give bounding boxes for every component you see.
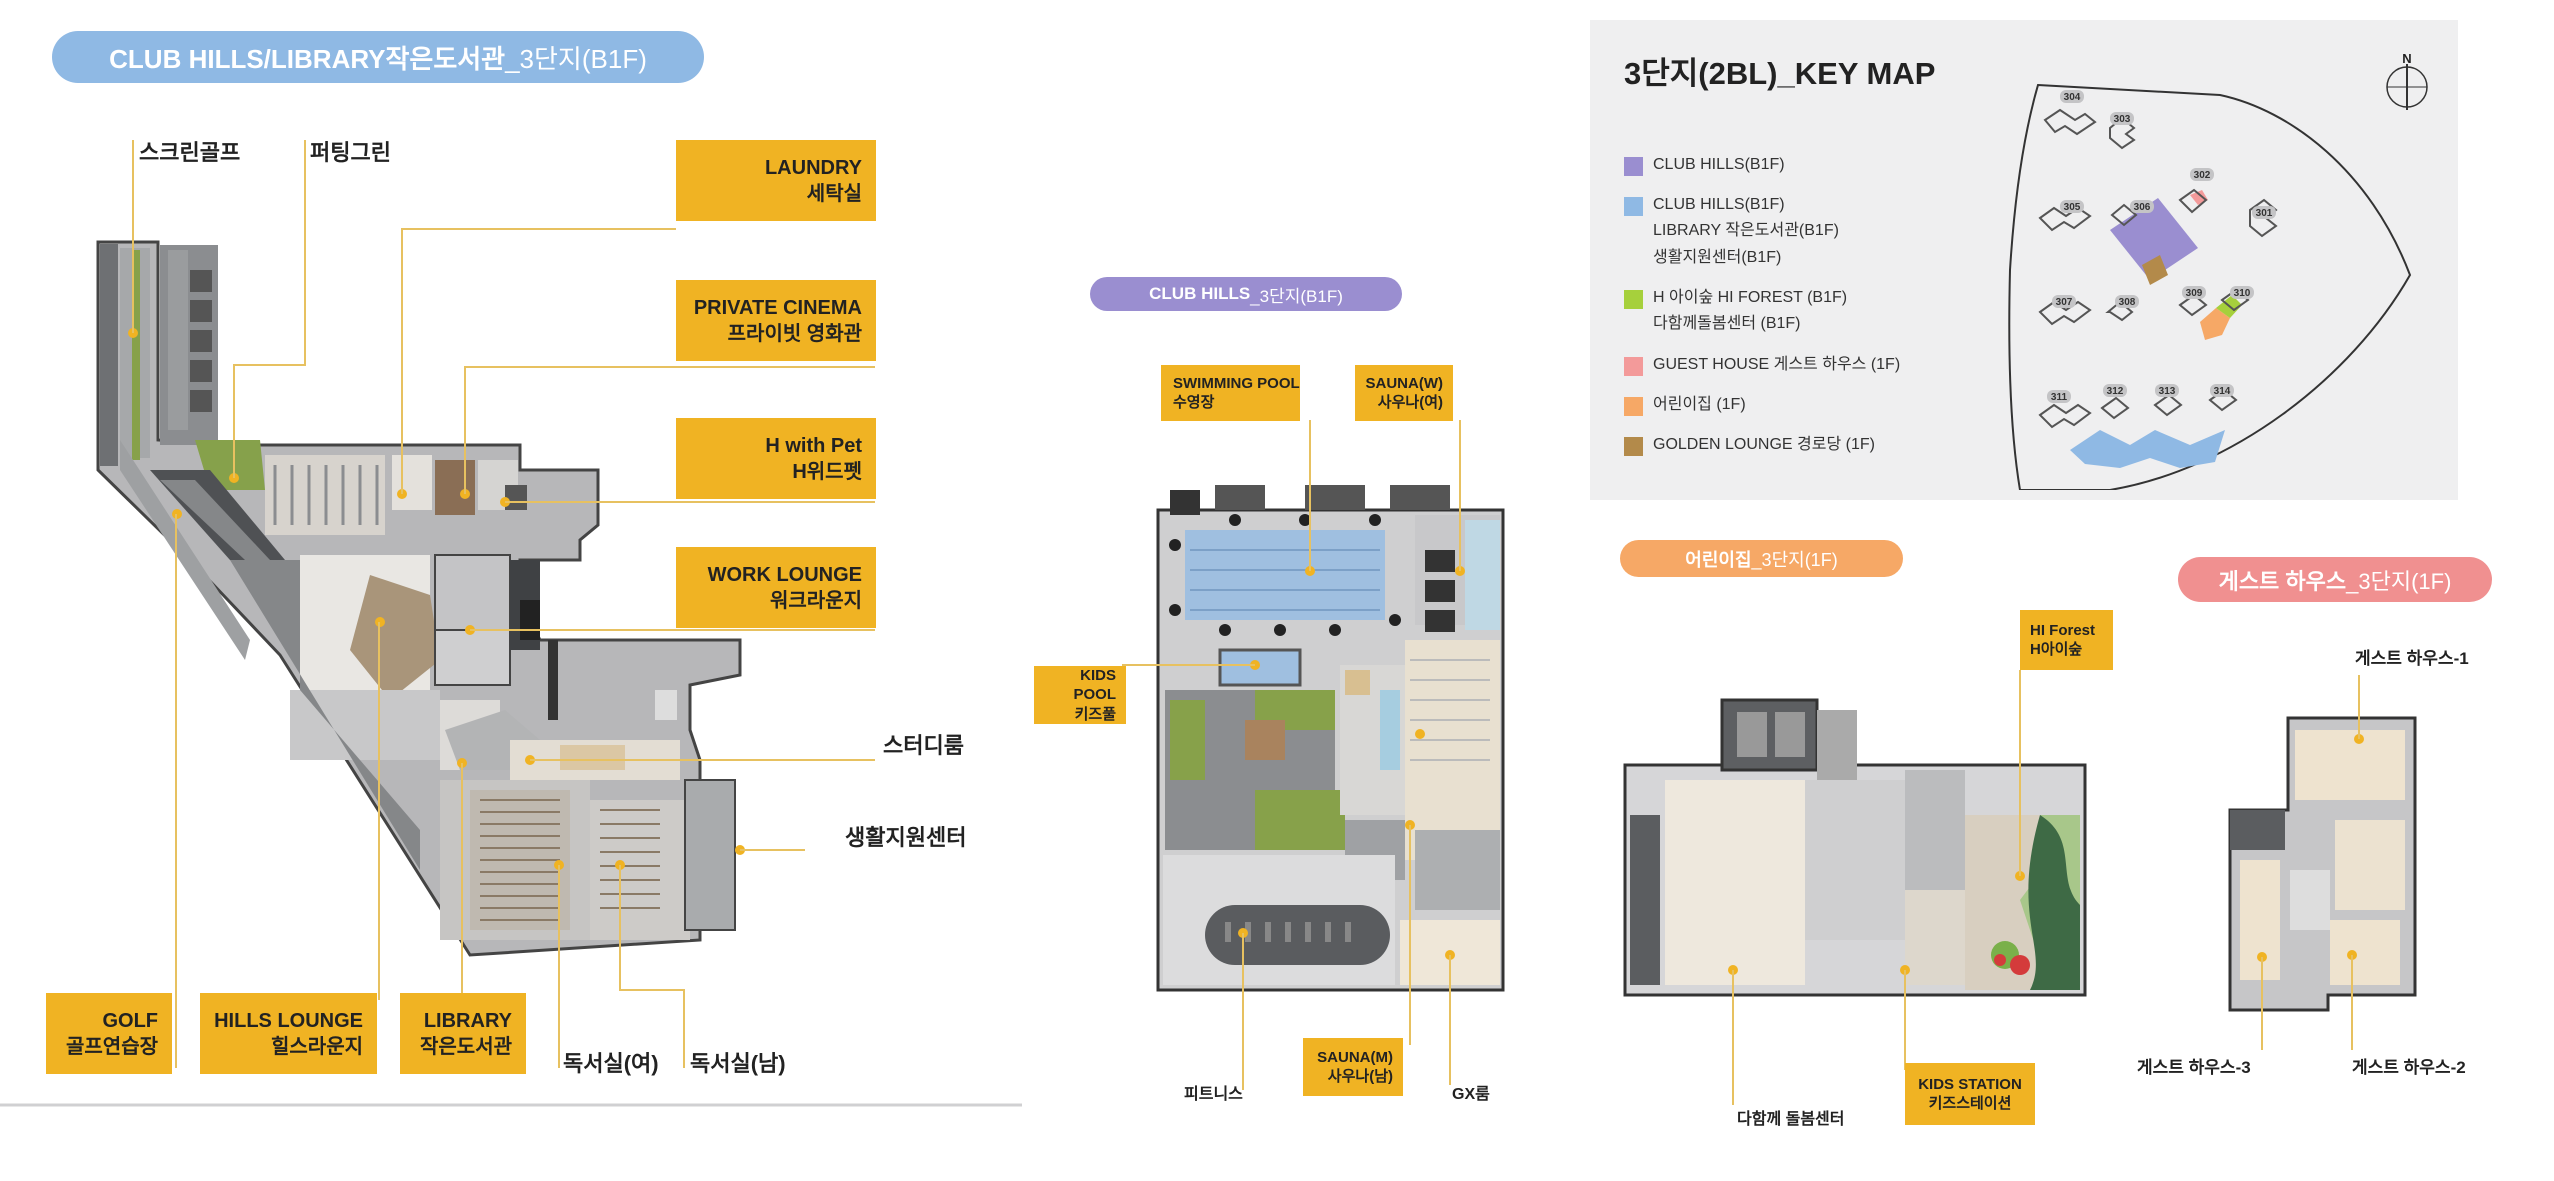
- mid-plan-title-pill: CLUB HILLS_3단지(B1F): [1090, 277, 1402, 311]
- building-313: 313: [2159, 386, 2176, 397]
- label-study-room: 스터디룸: [883, 733, 964, 758]
- legend-swatch: [1624, 157, 1643, 176]
- pill-bold: CLUB HILLS/LIBRARY작은도서관: [109, 43, 506, 74]
- box-sauna-w: SAUNA(W)사우나(여): [1355, 365, 1453, 421]
- label-fitness: 피트니스: [1184, 1086, 1243, 1103]
- building-305: 305: [2064, 202, 2081, 213]
- label-guest-house-1: 게스트 하우스-1: [2355, 649, 2469, 668]
- label-guest-house-2: 게스트 하우스-2: [2352, 1058, 2466, 1077]
- north-label: N: [2402, 52, 2411, 66]
- legend-row-2: CLUB HILLS(B1F) LIBRARY 작은도서관(B1F) 생활지원센…: [1624, 192, 1839, 271]
- label-guest-house-3: 게스트 하우스-3: [2137, 1058, 2251, 1077]
- building-312: 312: [2107, 386, 2124, 397]
- building-304: 304: [2064, 92, 2081, 103]
- building-311: 311: [2051, 392, 2068, 403]
- box-sauna-m: SAUNA(M)사우나(남): [1303, 1038, 1403, 1096]
- daycare-title-pill: 어린이집_3단지(1F): [1620, 540, 1903, 577]
- building-307: 307: [2056, 297, 2073, 308]
- daycare-floor-plan: [1623, 698, 2087, 997]
- legend-swatch: [1624, 290, 1643, 309]
- guest-leader-lines: [2261, 675, 2360, 1050]
- legend-row-1: CLUB HILLS(B1F): [1624, 152, 1785, 178]
- key-map-panel: 3단지(2BL)_KEY MAP CLUB HILLS(B1F) CLUB HI…: [1590, 20, 2458, 500]
- label-reading-room-f: 독서실(여): [563, 1051, 659, 1076]
- legend-row-6: GOLDEN LOUNGE 경로당 (1F): [1624, 432, 1875, 458]
- building-302: 302: [2194, 170, 2211, 181]
- label-screen-golf: 스크린골프: [139, 140, 241, 165]
- legend-swatch: [1624, 397, 1643, 416]
- left-plan-title-pill: CLUB HILLS/LIBRARY작은도서관_3단지(B1F): [52, 31, 704, 83]
- building-306: 306: [2134, 202, 2151, 213]
- north-compass-icon: N: [2386, 52, 2428, 110]
- middle-floor-plan: [1156, 485, 1505, 992]
- label-gx-room: GX룸: [1452, 1086, 1490, 1103]
- building-310: 310: [2234, 288, 2251, 299]
- left-leader-lines: [132, 140, 875, 1068]
- legend-swatch: [1624, 357, 1643, 376]
- pill-light: _3단지(B1F): [505, 43, 647, 74]
- legend-row-3: H 아이숲 HI FOREST (B1F) 다함께돌봄센터 (B1F): [1624, 285, 1847, 338]
- label-putting-green: 퍼팅그린: [310, 140, 391, 165]
- building-303: 303: [2114, 114, 2131, 125]
- building-301: 301: [2256, 208, 2273, 219]
- guest-house-title-pill: 게스트 하우스_3단지(1F): [2178, 557, 2492, 602]
- key-map-title: 3단지(2BL)_KEY MAP: [1624, 56, 1936, 91]
- middle-leader-lines: [1122, 420, 1461, 1090]
- building-309: 309: [2186, 288, 2203, 299]
- label-living-support: 생활지원센터: [845, 825, 967, 850]
- building-314: 314: [2214, 386, 2231, 397]
- label-reading-room-m: 독서실(남): [690, 1051, 786, 1076]
- daycare-leader-lines: [1732, 670, 2021, 1105]
- legend-swatch: [1624, 197, 1643, 216]
- building-308: 308: [2119, 297, 2136, 308]
- legend-swatch: [1624, 437, 1643, 456]
- legend-row-5: 어린이집 (1F): [1624, 392, 1746, 418]
- legend-row-4: GUEST HOUSE 게스트 하우스 (1F): [1624, 352, 1900, 378]
- site-map: 304 303 302 305 306 301 307 308 309 310 …: [2008, 83, 2412, 490]
- left-floor-plan: [96, 240, 745, 957]
- guest-floor-plan: [2228, 716, 2417, 1012]
- label-together-care-center: 다함께 돌봄센터: [1737, 1111, 1845, 1128]
